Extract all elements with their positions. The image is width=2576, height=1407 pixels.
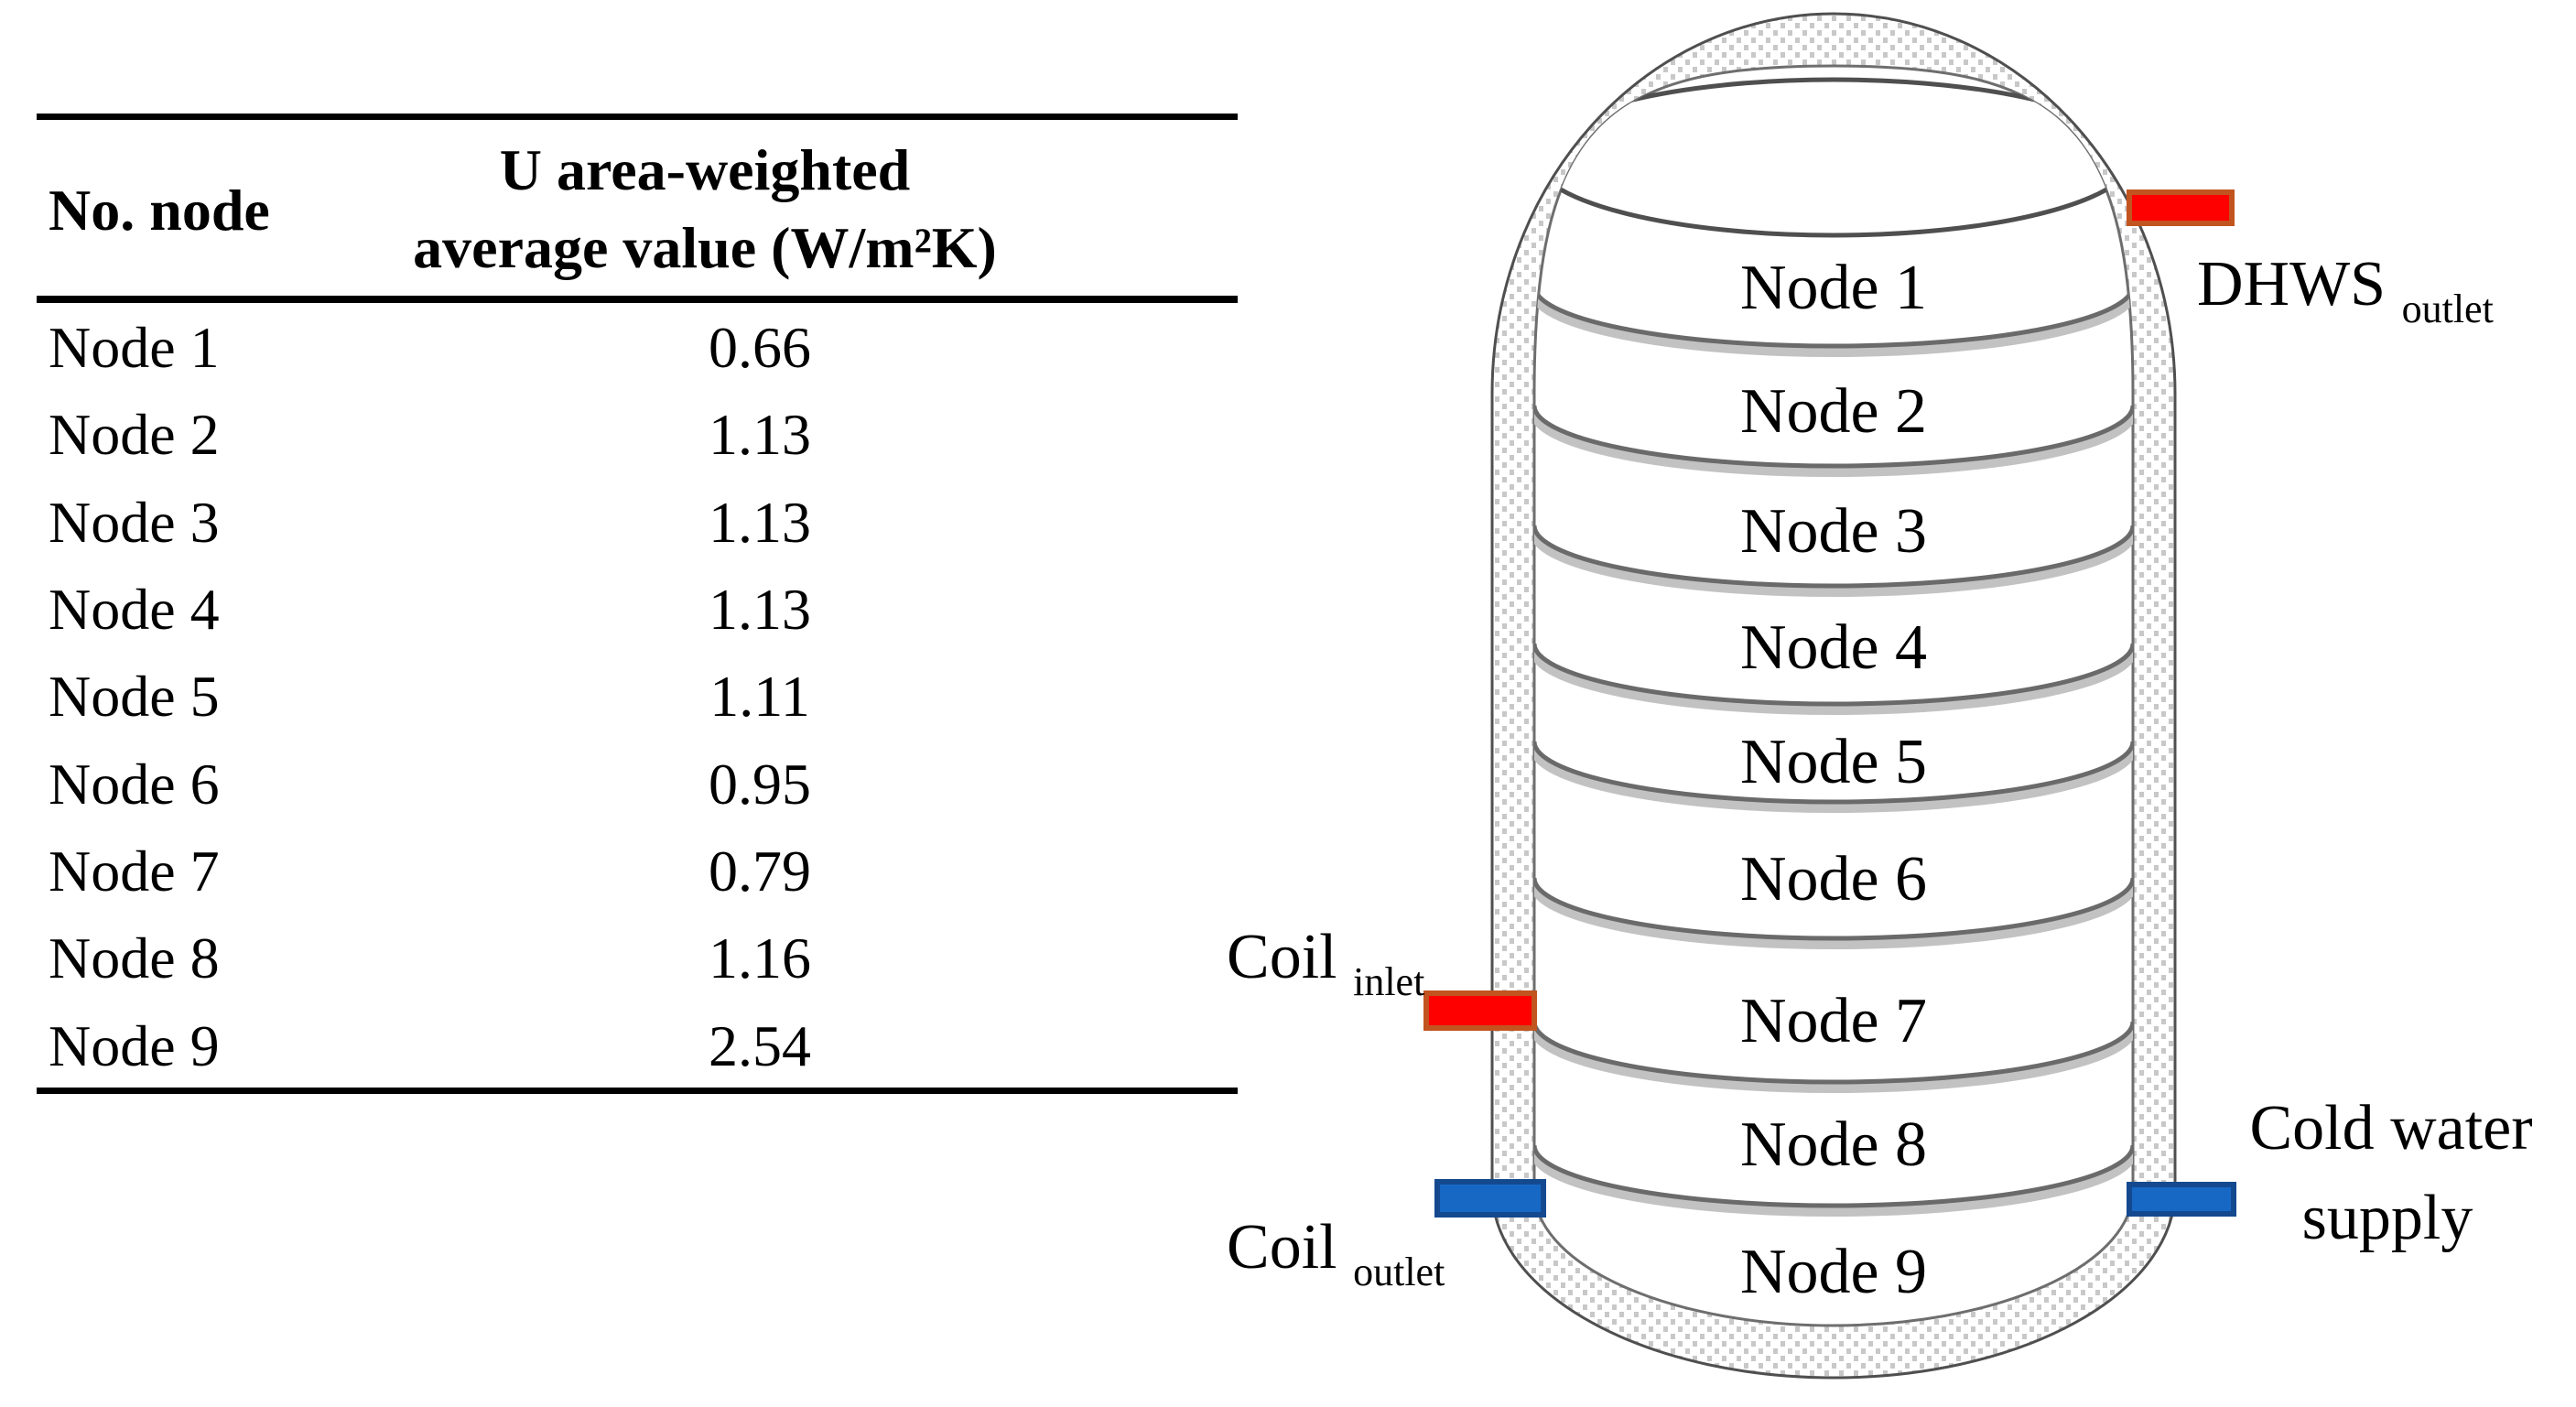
node-divider-arc xyxy=(1534,1021,2133,1085)
dhws-outlet-label-main: DHWS xyxy=(2197,249,2386,319)
node-u-value: 0.95 xyxy=(709,752,811,817)
table-row: Node 3 1.13 xyxy=(49,493,1238,561)
table-row: Node 9 2.54 xyxy=(49,1017,1238,1085)
node-name: Node 8 xyxy=(49,925,220,990)
node-divider-arc-echo xyxy=(1534,291,2133,357)
tank-node-label-4: Node 4 xyxy=(1740,612,1927,683)
coil-inlet-label-sub: inlet xyxy=(1353,959,1424,1004)
column-header-uvalue-line1: U area-weighted xyxy=(499,137,911,202)
cold-water-supply-label-line1: Cold water xyxy=(2249,1093,2532,1163)
node-divider-arc-echo xyxy=(1534,1027,2133,1093)
coil-outlet-label: Coil outlet xyxy=(1227,1212,1445,1294)
tank-node-label-5: Node 5 xyxy=(1740,727,1927,797)
node-name: Node 1 xyxy=(49,315,220,380)
node-divider-arc-echo xyxy=(1534,411,2133,477)
tank-node-label-6: Node 6 xyxy=(1740,844,1927,915)
node-name: Node 6 xyxy=(49,752,220,817)
node-divider-arc-echo xyxy=(1534,883,2133,949)
coil-outlet-port xyxy=(1434,1179,1546,1218)
node-name: Node 2 xyxy=(49,402,220,467)
table-row: Node 6 0.95 xyxy=(49,755,1238,823)
coil-inlet-label-main: Coil xyxy=(1227,922,1337,992)
dhws-outlet-port xyxy=(2127,189,2235,226)
tank-top-ellipse xyxy=(1534,77,2133,238)
table-row: Node 1 0.66 xyxy=(49,319,1238,386)
node-name: Node 3 xyxy=(49,490,220,555)
tank-node-label-3: Node 3 xyxy=(1740,496,1927,567)
coil-inlet-port xyxy=(1423,990,1537,1031)
node-divider-arc-echo xyxy=(1534,649,2133,715)
node-name: Node 7 xyxy=(49,839,220,904)
node-u-value: 2.54 xyxy=(709,1013,811,1078)
node-u-value: 0.66 xyxy=(709,315,811,380)
table-rule-header xyxy=(37,296,1238,303)
table-rule-bottom xyxy=(37,1088,1238,1094)
coil-inlet-label: Coil inlet xyxy=(1227,922,1424,1004)
tank-node-label-2: Node 2 xyxy=(1740,376,1927,447)
node-u-value: 0.79 xyxy=(709,839,811,904)
tank-inner-cavity xyxy=(1532,64,2135,1327)
table-row: Node 4 1.13 xyxy=(49,580,1238,648)
dhws-outlet-label: DHWS outlet xyxy=(2197,249,2494,331)
node-u-value: 1.13 xyxy=(709,577,811,642)
node-u-value: 1.13 xyxy=(709,402,811,467)
node-u-value: 1.16 xyxy=(709,925,811,990)
node-name: Node 5 xyxy=(49,664,220,729)
column-header-uvalue-line2: average value (W/m²K) xyxy=(413,215,997,280)
node-divider-arc xyxy=(1534,1144,2133,1208)
node-divider-arc xyxy=(1534,285,2133,349)
table-row: Node 8 1.16 xyxy=(49,929,1238,997)
node-divider-arc-echo xyxy=(1534,747,2133,813)
node-divider-arc-echo xyxy=(1534,531,2133,597)
node-divider-arc xyxy=(1534,405,2133,469)
node-divider-arc xyxy=(1534,525,2133,589)
node-u-value: 1.13 xyxy=(709,490,811,555)
table-row: Node 5 1.11 xyxy=(49,667,1238,735)
node-divider-arc xyxy=(1534,643,2133,707)
node-name: Node 9 xyxy=(49,1013,220,1078)
tank-node-label-1: Node 1 xyxy=(1740,253,1927,323)
tank-node-label-8: Node 8 xyxy=(1740,1109,1927,1180)
node-divider-arc xyxy=(1534,877,2133,941)
tank-node-label-7: Node 7 xyxy=(1740,986,1927,1056)
coil-outlet-label-main: Coil xyxy=(1227,1212,1337,1283)
node-divider-arc xyxy=(1534,741,2133,805)
column-header-node: No. node xyxy=(49,178,270,243)
table-rule-top xyxy=(37,114,1238,120)
dhws-outlet-label-sub: outlet xyxy=(2402,287,2494,331)
tank-node-label-9: Node 9 xyxy=(1740,1237,1927,1307)
cold-water-supply-port xyxy=(2127,1182,2236,1217)
node-divider-arc-echo xyxy=(1534,1151,2133,1217)
coil-outlet-label-sub: outlet xyxy=(1353,1250,1445,1294)
node-name: Node 4 xyxy=(49,577,220,642)
node-divider-arcs xyxy=(1534,77,2133,1217)
table-row: Node 2 1.13 xyxy=(49,406,1238,473)
cold-water-supply-label-line2: supply xyxy=(2302,1183,2473,1253)
node-u-value: 1.11 xyxy=(709,664,810,729)
table-row: Node 7 0.79 xyxy=(49,842,1238,910)
